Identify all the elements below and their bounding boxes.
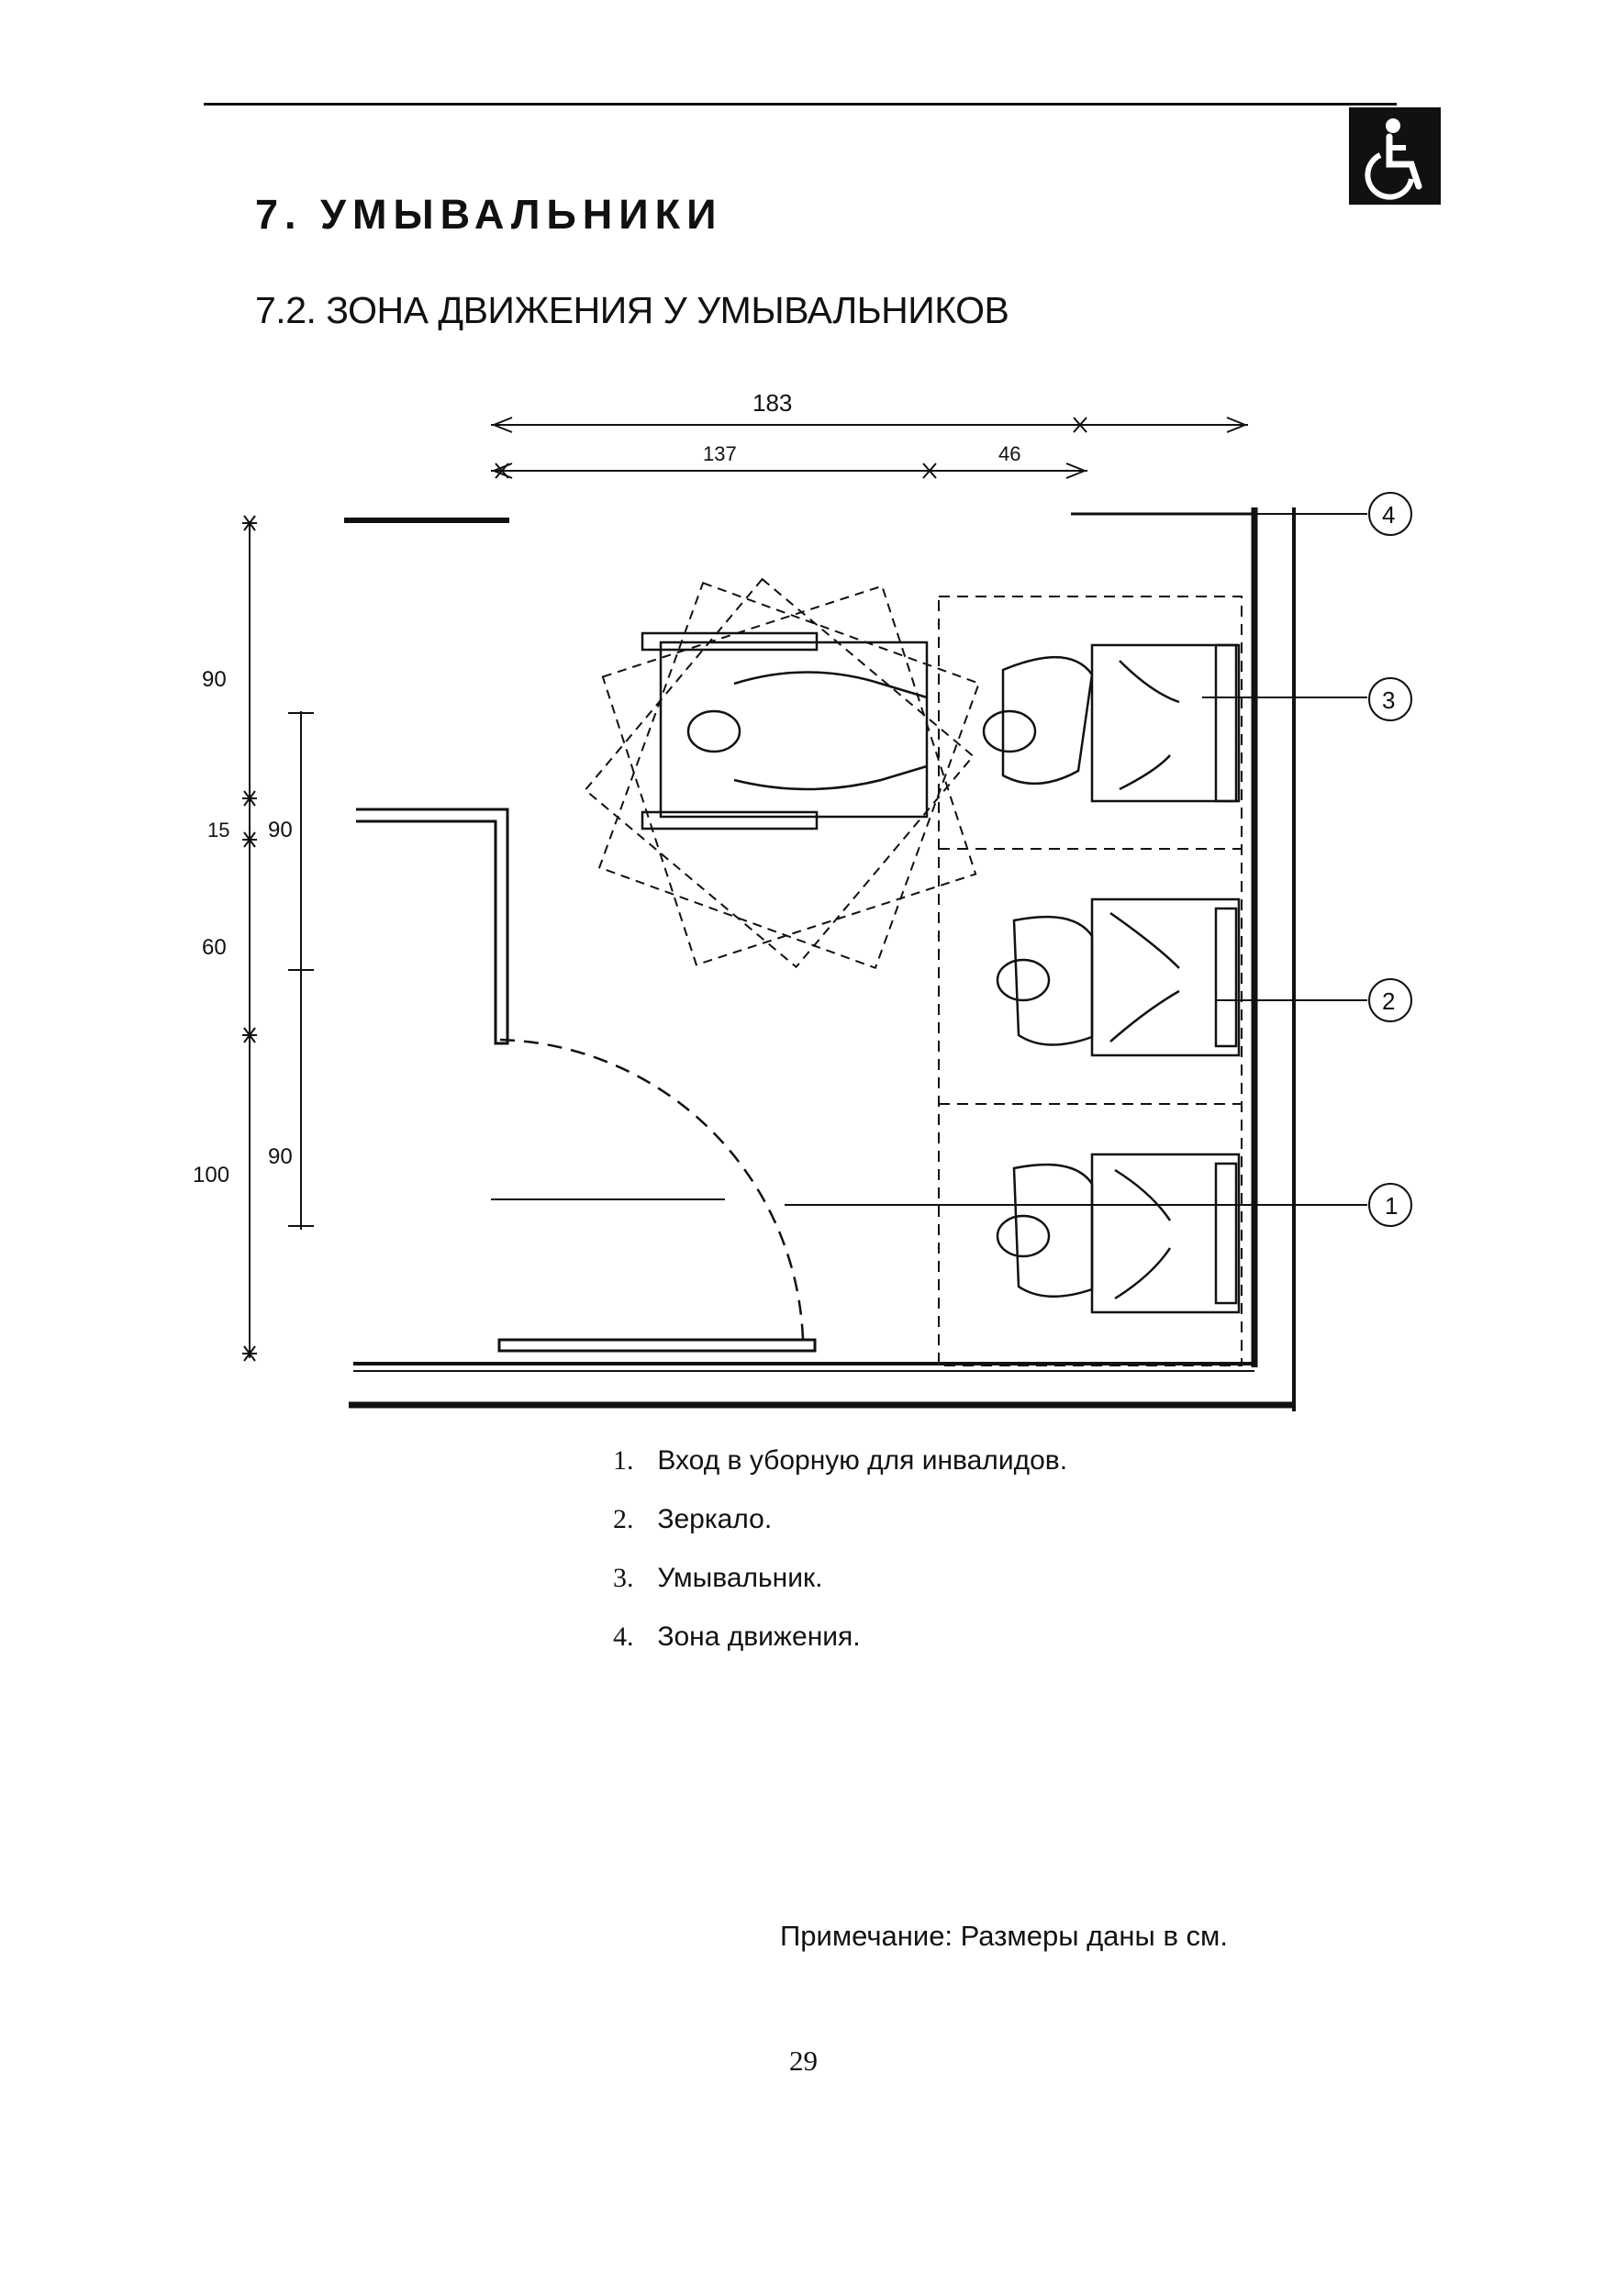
callout-4: 4 <box>1382 501 1395 529</box>
callout-lines <box>785 492 1412 1227</box>
legend-item-number: 4. <box>613 1622 634 1652</box>
vertical-dimensions <box>242 515 314 1362</box>
legend-item-text: Зона движения. <box>657 1622 861 1652</box>
legend-item: 3. Умывальник. <box>613 1563 1067 1622</box>
legend-list: 1. Вход в уборную для инвалидов. 2. Зерк… <box>613 1445 1067 1680</box>
legend-item-number: 2. <box>613 1504 634 1534</box>
dimension-46: 46 <box>998 442 1020 465</box>
wheelchair-accessibility-icon <box>1349 107 1441 205</box>
legend-item: 2. Зеркало. <box>613 1504 1067 1563</box>
dimension-90-inner-lower: 90 <box>268 1144 293 1169</box>
page-number: 29 <box>789 2045 818 2077</box>
chapter-title: 7. УМЫВАЛЬНИКИ <box>255 191 723 238</box>
legend-item-number: 3. <box>613 1563 634 1593</box>
door-swing-arc <box>499 1038 805 1341</box>
dimension-100-outer: 100 <box>193 1163 229 1187</box>
dimension-90-outer: 90 <box>202 667 227 692</box>
dimension-15-outer: 15 <box>207 819 229 841</box>
legend-item-text: Зеркало. <box>657 1504 773 1534</box>
horizontal-dimensions <box>491 417 1248 479</box>
units-note: Примечание: Размеры даны в см. <box>780 1920 1228 1952</box>
movement-zones <box>938 596 1243 1366</box>
callout-3: 3 <box>1382 686 1395 714</box>
section-title: 7.2. ЗОНА ДВИЖЕНИЯ У УМЫВАЛЬНИКОВ <box>255 289 1009 331</box>
legend-item: 4. Зона движения. <box>613 1622 1067 1680</box>
top-rule <box>204 103 1397 106</box>
sink-3 <box>982 643 1241 803</box>
legend-item-number: 1. <box>613 1445 634 1476</box>
legend-item: 1. Вход в уборную для инвалидов. <box>613 1445 1067 1504</box>
callout-1: 1 <box>1385 1192 1398 1220</box>
wheelchair-rotation <box>584 577 981 970</box>
room-walls <box>344 507 1296 1411</box>
dimension-60-outer: 60 <box>202 935 227 960</box>
sink-1 <box>996 1153 1241 1314</box>
legend-item-text: Умывальник. <box>657 1563 823 1593</box>
callout-2: 2 <box>1382 987 1395 1015</box>
dimension-137: 137 <box>703 442 737 465</box>
dimension-90-inner-upper: 90 <box>268 818 293 842</box>
legend-item-text: Вход в уборную для инвалидов. <box>657 1445 1068 1476</box>
dimension-183: 183 <box>752 389 792 417</box>
sink-2 <box>996 897 1241 1057</box>
floor-plan-drawing: 183 137 46 90 15 60 100 90 90 <box>193 389 1412 1411</box>
